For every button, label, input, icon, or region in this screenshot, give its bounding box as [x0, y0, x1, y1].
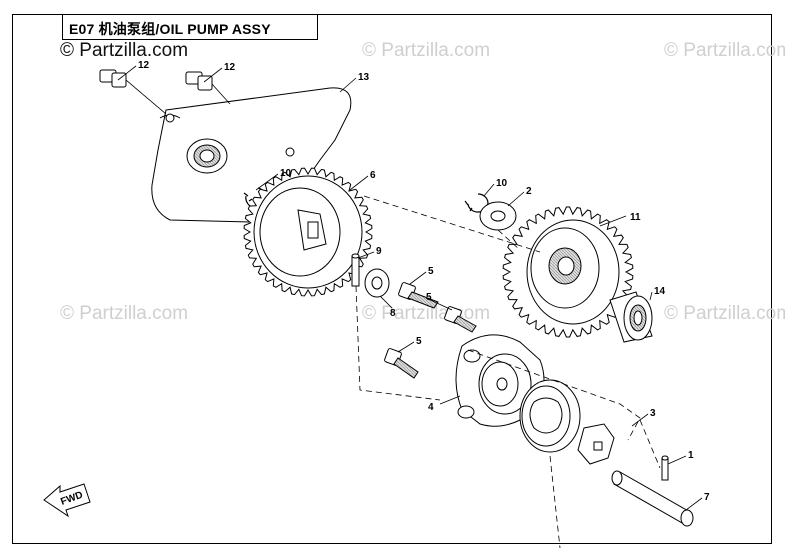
watermark-top-left: © Partzilla.com — [60, 40, 189, 61]
callout-2: 2 — [526, 186, 532, 197]
oil-pump-drive-gear — [502, 206, 634, 338]
watermark-top-center: © Partzilla.com — [362, 40, 491, 61]
bolt-5-middle — [444, 306, 477, 333]
callout-8: 8 — [390, 308, 396, 319]
callout-4: 4 — [428, 402, 434, 413]
bolt-5-lower — [384, 348, 419, 379]
bolt-12-left — [99, 69, 167, 115]
callout-numbers: 12 12 13 10 6 10 2 11 9 5 5 8 14 5 4 3 1… — [138, 60, 710, 503]
callout-12-right: 12 — [224, 62, 236, 73]
fwd-arrow-icon — [43, 483, 91, 518]
bolt-12-right — [185, 71, 231, 105]
pump-shaft — [611, 470, 694, 527]
title-box: E07 机油泵组/OIL PUMP ASSY — [62, 14, 318, 40]
callout-9: 9 — [376, 246, 382, 257]
callout-1: 1 — [688, 450, 694, 461]
callout-5-lower: 5 — [416, 336, 422, 347]
bolt-5-upper — [398, 282, 439, 309]
washer-2 — [479, 201, 517, 231]
leader-lines — [117, 65, 703, 511]
callout-10-left: 10 — [280, 168, 292, 179]
callout-5-upper: 5 — [428, 266, 434, 277]
callout-7: 7 — [704, 492, 710, 503]
watermark-top-right: © Partzilla.com — [664, 40, 785, 61]
callout-6: 6 — [370, 170, 376, 181]
dowel-pin-9 — [351, 253, 360, 287]
callout-12-left: 12 — [138, 60, 150, 71]
outer-rotor — [519, 379, 581, 453]
inner-rotor — [577, 423, 615, 465]
callout-10-right: 10 — [496, 178, 508, 189]
washer-8 — [364, 268, 390, 298]
callout-11: 11 — [630, 212, 641, 223]
oil-pump-driven-gear — [243, 167, 373, 297]
watermark-mid-right: © Partzilla.com — [664, 303, 785, 324]
pin-1 — [661, 455, 669, 481]
needle-bearing-14 — [609, 291, 653, 343]
callout-13: 13 — [358, 72, 370, 83]
diagram-title: E07 机油泵组/OIL PUMP ASSY — [69, 21, 271, 37]
assembly-guide-lines — [355, 195, 661, 549]
callout-5-middle: 5 — [426, 292, 432, 303]
callout-3: 3 — [650, 408, 656, 419]
callout-14: 14 — [654, 286, 666, 297]
watermark-mid-left: © Partzilla.com — [60, 303, 189, 324]
oil-pump-cover-plate — [151, 87, 352, 223]
